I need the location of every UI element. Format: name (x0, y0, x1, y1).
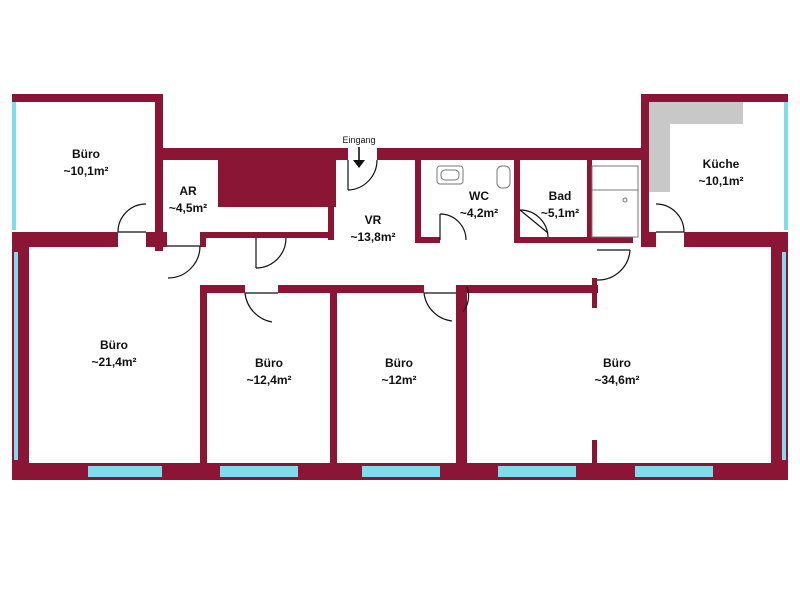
wall (200, 285, 245, 293)
room-name: Büro (72, 147, 100, 161)
wall (592, 278, 597, 308)
window (12, 102, 16, 230)
wall (456, 285, 467, 480)
wall (641, 94, 649, 247)
wall (155, 94, 163, 247)
fixtures (436, 165, 639, 238)
wall (641, 232, 656, 247)
door (519, 209, 549, 238)
wall (377, 148, 649, 160)
door (439, 213, 467, 241)
door (255, 237, 287, 269)
toilet (496, 165, 511, 189)
wall (514, 148, 520, 243)
room-name: Büro (603, 356, 631, 370)
window (498, 466, 576, 477)
door (462, 286, 470, 313)
room-name: WC (469, 189, 489, 203)
door (347, 159, 378, 191)
room-area: ~12m² (381, 373, 416, 387)
window (635, 466, 713, 477)
room-area: ~12,4m² (246, 373, 291, 387)
wall (463, 285, 598, 293)
wall (278, 285, 424, 293)
wall (592, 440, 597, 465)
room-name: AR (179, 184, 197, 198)
door (167, 245, 201, 279)
room-name: Büro (100, 338, 128, 352)
room-area: ~4,5m² (169, 201, 207, 215)
room-name: VR (365, 213, 382, 227)
window (88, 466, 162, 477)
doors (117, 159, 685, 323)
wall (200, 232, 334, 238)
room-name: Büro (255, 356, 283, 370)
wall (415, 237, 440, 243)
door (423, 292, 453, 322)
shower-drain (622, 197, 628, 203)
door (117, 203, 147, 233)
wall (518, 237, 633, 243)
entrance-label: Eingang (342, 135, 375, 145)
wc-sink-basin (440, 169, 460, 181)
window (220, 466, 298, 477)
wall (415, 148, 421, 243)
window (782, 252, 786, 460)
walls (12, 94, 788, 480)
wall (330, 285, 337, 480)
entrance-arrow-icon (353, 160, 365, 168)
door (596, 249, 631, 281)
room-area: ~4,2m² (460, 206, 498, 220)
wall (146, 232, 163, 247)
wall (155, 246, 163, 251)
window (14, 252, 18, 460)
shower-tray (591, 165, 639, 238)
wall (200, 285, 207, 480)
wall (684, 232, 788, 247)
door (655, 203, 685, 233)
room-name: Küche (703, 157, 740, 171)
wall (587, 148, 592, 243)
wall (12, 232, 118, 247)
room-area: ~34,6m² (594, 373, 639, 387)
wall (12, 94, 161, 102)
wall (328, 148, 334, 240)
room-area: ~10,1m² (63, 164, 108, 178)
room-labels: Büro ~10,1m² AR ~4,5m² VR ~13,8m² WC ~4,… (63, 147, 743, 387)
door (244, 292, 273, 323)
windows (12, 102, 788, 477)
entrance: Eingang (342, 135, 376, 168)
room-name: Büro (385, 356, 413, 370)
wall (200, 232, 206, 247)
wall (218, 148, 336, 207)
window (784, 102, 788, 230)
room-area: ~13,8m² (350, 230, 395, 244)
room-area: ~10,1m² (698, 174, 743, 188)
kitchen-counter (649, 102, 743, 192)
room-area: ~21,4m² (91, 355, 136, 369)
window (362, 466, 440, 477)
wall (641, 94, 788, 102)
room-name: Bad (549, 189, 572, 203)
room-area: ~5,1m² (541, 206, 579, 220)
door (519, 209, 549, 234)
